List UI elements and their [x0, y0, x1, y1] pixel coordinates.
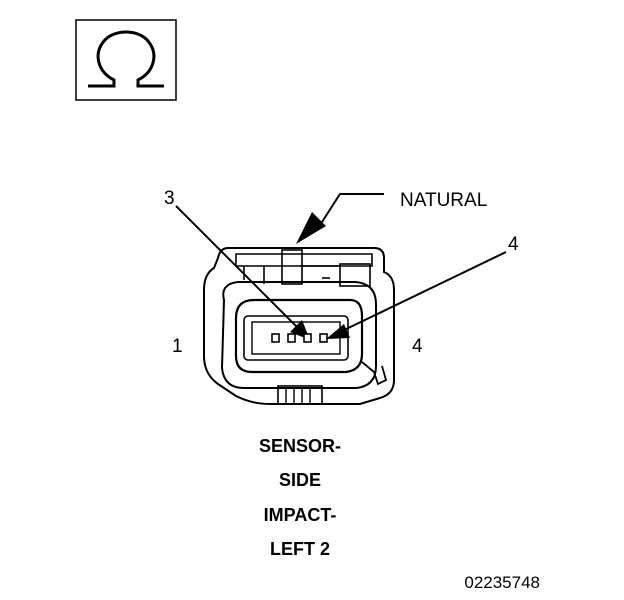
caption-line-4: LEFT 2	[270, 539, 330, 559]
pin-3-leader	[175, 205, 301, 331]
connector-body	[203, 247, 395, 405]
natural-leader	[296, 193, 384, 244]
pin-1-terminal	[271, 333, 280, 343]
figure-id: 02235748	[464, 573, 540, 592]
pin-3-label: 3	[164, 188, 175, 209]
caption-line-2: SIDE	[279, 470, 321, 490]
pin-4-leader	[339, 251, 507, 333]
pin-2-terminal	[287, 333, 296, 343]
ohm-symbol-box	[75, 19, 177, 101]
side-number-left: 1	[172, 336, 183, 357]
pin-4-arrowhead	[326, 324, 350, 339]
caption-line-3: IMPACT-	[264, 505, 337, 525]
side-number-right: 4	[412, 336, 423, 357]
pin-4-label: 4	[508, 234, 519, 255]
connector-pins	[271, 333, 328, 343]
connector-caption: SENSOR- SIDE IMPACT- LEFT 2	[259, 436, 341, 559]
pin-3-terminal	[303, 333, 312, 343]
pin-4-terminal	[319, 333, 328, 343]
ohm-icon	[88, 30, 164, 88]
caption-line-1: SENSOR-	[259, 436, 341, 456]
natural-label: NATURAL	[400, 190, 487, 211]
